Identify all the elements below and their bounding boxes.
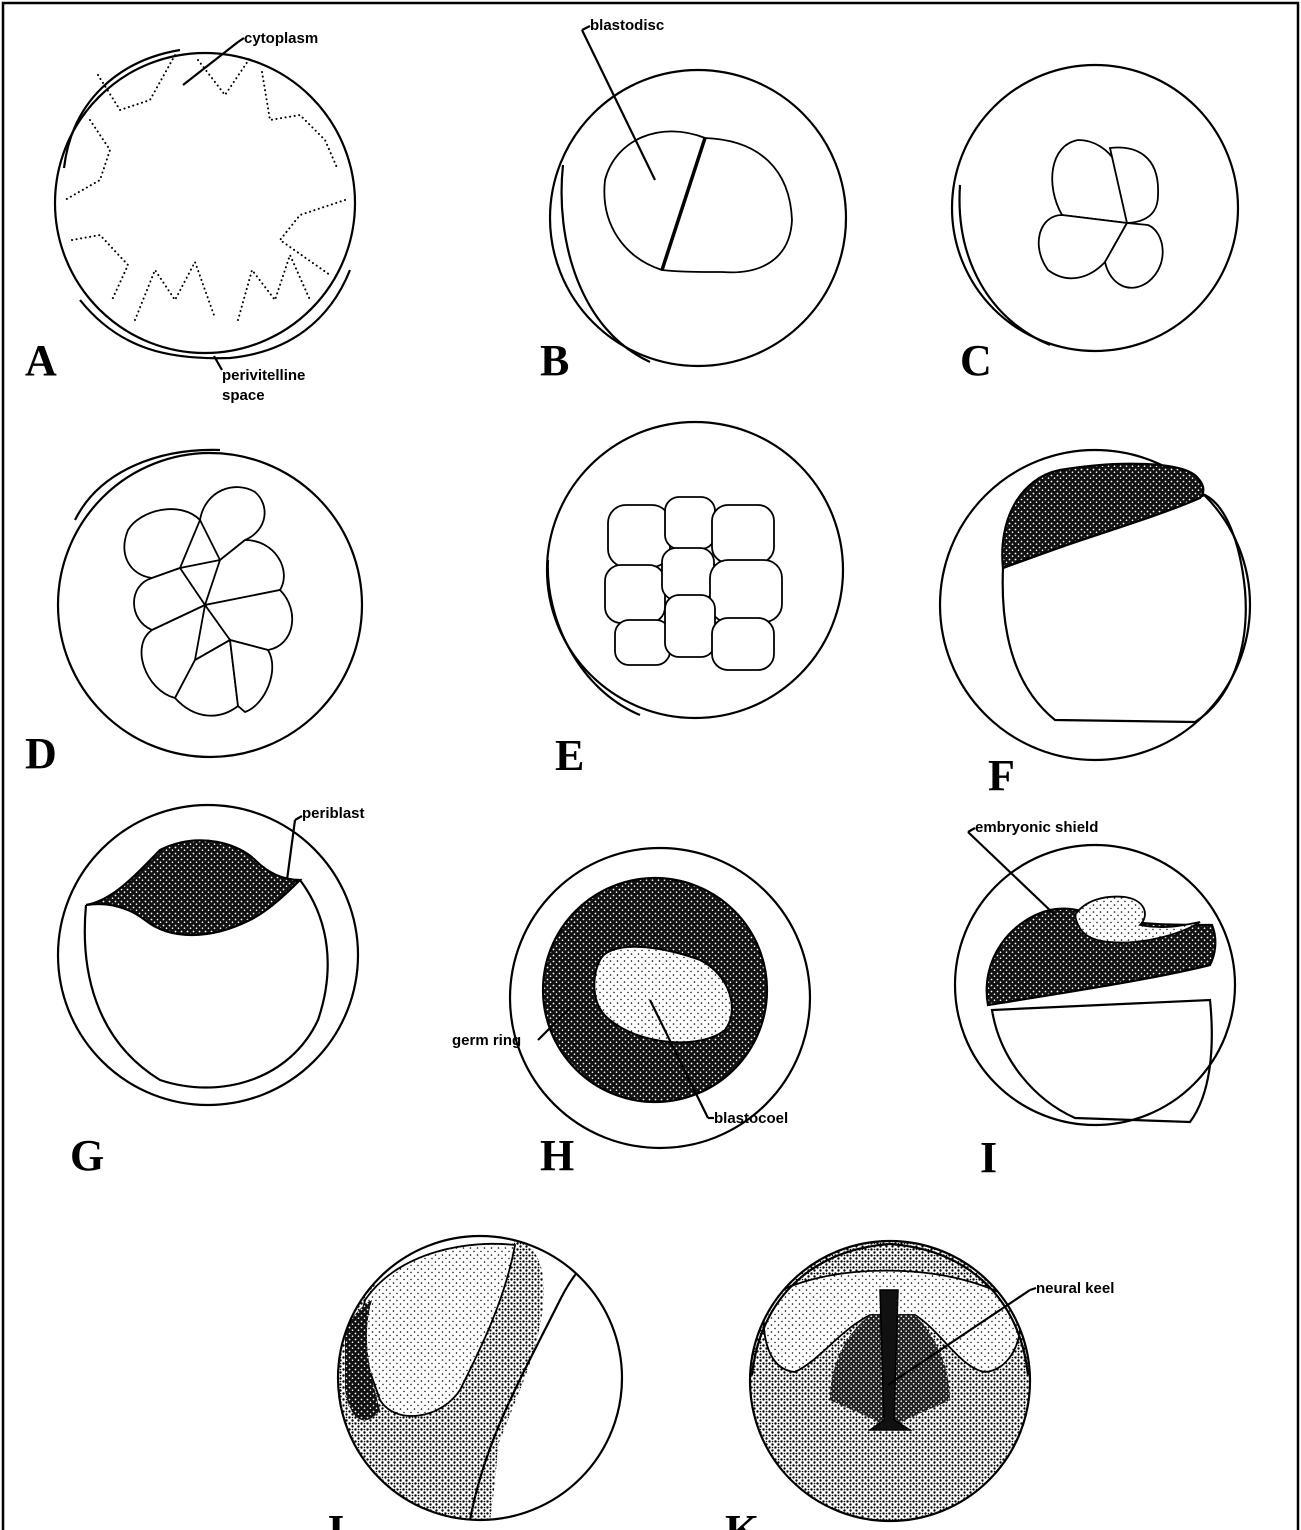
panel-label-j: J <box>322 1506 344 1530</box>
germ-ring-label: germ ring <box>452 1032 521 1049</box>
stage-d-drawing <box>58 450 362 757</box>
panel-label-i: I <box>980 1133 997 1182</box>
stage-f-drawing <box>940 450 1250 760</box>
panel-label-k: K <box>725 1506 759 1530</box>
embryonic-shield-label: embryonic shield <box>975 819 1098 836</box>
panel-label-e: E <box>555 731 584 780</box>
blastodisc-label: blastodisc <box>590 17 664 34</box>
stage-e-drawing <box>547 422 843 718</box>
cytoplasm-label: cytoplasm <box>244 30 318 47</box>
panel-label-b: B <box>540 336 569 385</box>
stage-g-drawing <box>58 805 358 1105</box>
stage-c-drawing <box>952 65 1238 351</box>
panel-label-f: F <box>988 751 1015 800</box>
stage-i-drawing <box>955 828 1235 1125</box>
blastocoel-label: blastocoel <box>714 1110 788 1127</box>
perivitelline-label-line2: space <box>222 387 265 404</box>
stage-j-drawing <box>330 1230 630 1530</box>
panel-label-g: G <box>70 1131 104 1180</box>
neural-keel-label: neural keel <box>1036 1280 1114 1297</box>
stage-h-drawing <box>510 848 810 1148</box>
panel-label-a: A <box>25 336 57 385</box>
panel-label-c: C <box>960 336 992 385</box>
panel-label-h: H <box>540 1131 574 1180</box>
stage-a-drawing <box>55 38 355 370</box>
stage-b-drawing <box>550 26 846 366</box>
panel-label-d: D <box>25 729 57 778</box>
periblast-label: periblast <box>302 805 365 822</box>
stage-k-drawing <box>740 1230 1040 1530</box>
perivitelline-label-line1: perivitelline <box>222 367 305 384</box>
